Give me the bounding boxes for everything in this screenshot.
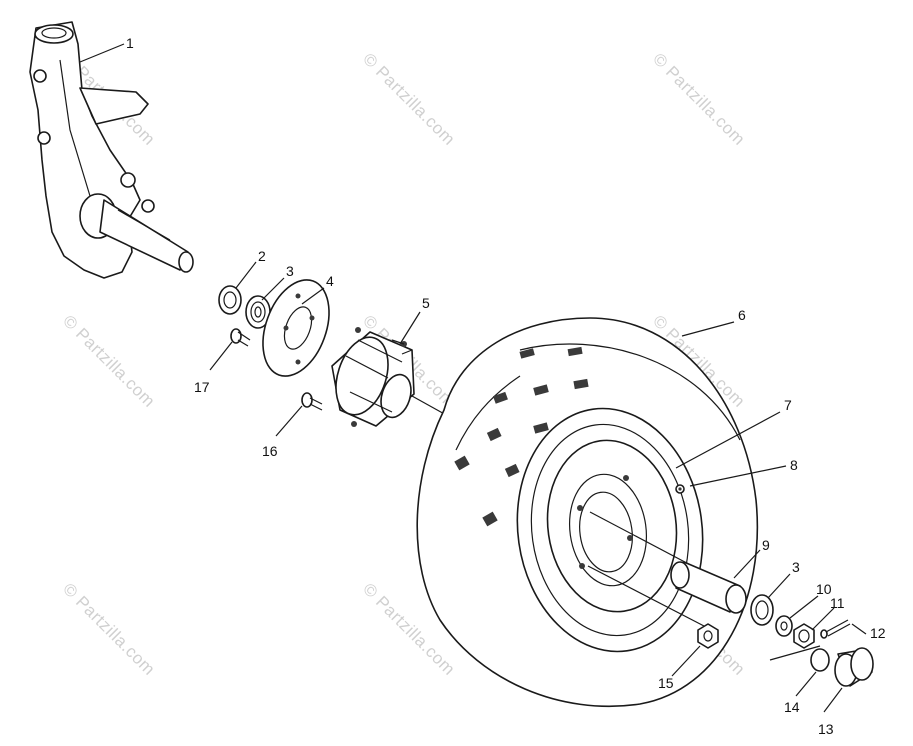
callout-2: 2 [258, 248, 266, 264]
callout-13: 13 [818, 721, 834, 737]
seal [218, 285, 242, 315]
callout-12: 12 [870, 625, 886, 641]
stud-centerline [587, 565, 705, 627]
callout-10: 10 [816, 581, 832, 597]
watermark: © Partzilla.com [359, 49, 459, 149]
callout-4: 4 [326, 273, 334, 289]
o-ring [810, 648, 830, 672]
watermark: © Partzilla.com [649, 49, 749, 149]
tire-tread [454, 346, 589, 527]
watermark: © Partzilla.com [59, 311, 159, 411]
dust-cap [834, 647, 874, 687]
watermark: © Partzilla.com [59, 579, 159, 679]
castle-nut [793, 623, 815, 649]
callout-14: 14 [784, 699, 800, 715]
brake-disc [262, 279, 330, 377]
bearing-outer [750, 594, 774, 626]
callout-15: 15 [658, 675, 674, 691]
callout-3: 3 [286, 263, 294, 279]
spacer [670, 561, 747, 614]
callout-17: 17 [194, 379, 210, 395]
axle-centerline [589, 511, 701, 571]
washer [775, 615, 793, 637]
callout-6: 6 [738, 307, 746, 323]
callout-labels: 1 2 3 4 5 6 7 8 9 3 10 11 12 13 14 15 16… [126, 35, 886, 737]
valve-stem [675, 484, 685, 494]
callout-1: 1 [126, 35, 134, 51]
lug-nut [697, 623, 719, 649]
callout-8: 8 [790, 457, 798, 473]
callout-7: 7 [784, 397, 792, 413]
callout-16: 16 [262, 443, 278, 459]
callout-9: 9 [762, 537, 770, 553]
wheel-hub [331, 327, 449, 427]
stud-16 [301, 392, 323, 411]
leader-lines [79, 43, 867, 713]
callout-5: 5 [422, 295, 430, 311]
callout-11: 11 [830, 595, 845, 611]
steering-knuckle [29, 21, 194, 279]
rim [546, 439, 678, 613]
callout-3b: 3 [792, 559, 800, 575]
bolt-17 [230, 328, 251, 347]
cotter-pin [820, 619, 851, 639]
